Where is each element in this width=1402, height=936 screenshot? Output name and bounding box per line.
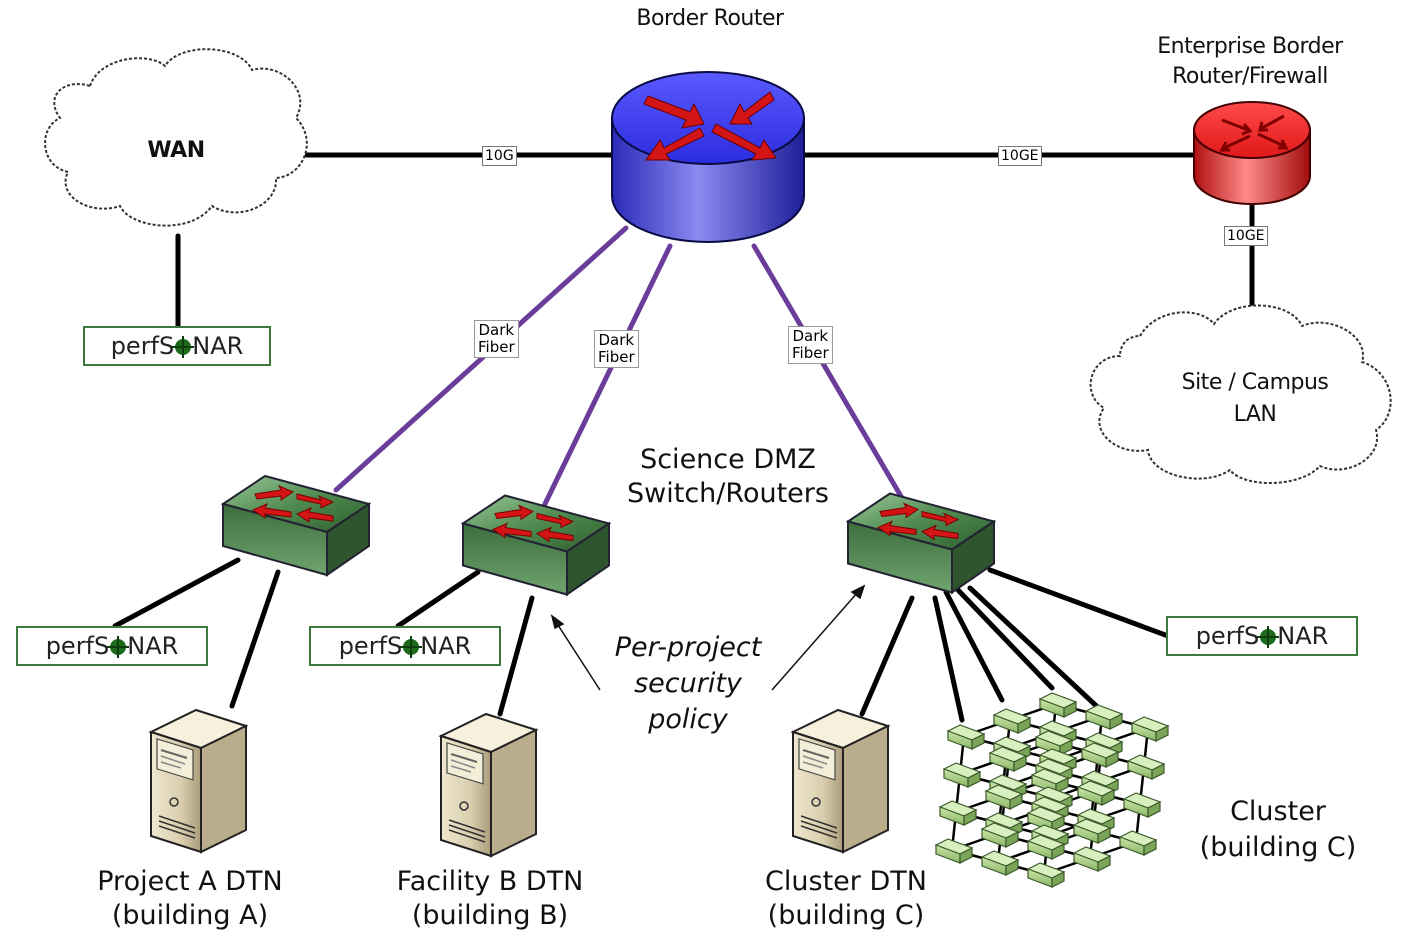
cluster-node-icon (935, 838, 973, 864)
policy-label-line1: Per-project (614, 632, 762, 663)
cluster-node-icon (993, 708, 1031, 734)
site-lan-label-line1: Site / Campus (1181, 370, 1329, 395)
enterprise-router-label-line2: Router/Firewall (1172, 64, 1328, 89)
link-wan-border-label: 10G (482, 146, 517, 166)
switch-c-icon (846, 492, 996, 594)
link-enterprise-lan-label: 10GE (1224, 226, 1268, 246)
switch-b-icon (461, 494, 611, 596)
perfsonar-logo-icon (172, 336, 195, 358)
server-a-icon (149, 708, 248, 854)
dtn-b-label-line1: Facility B DTN (396, 866, 584, 897)
dtn-a-label-line2: (building A) (111, 900, 269, 931)
cluster-node-icon (947, 724, 985, 750)
cluster-node-icon (981, 850, 1019, 876)
cluster-node-icon (943, 762, 981, 788)
dark-fiber-label-a: Dark Fiber (474, 320, 519, 358)
wan-label: WAN (147, 138, 205, 163)
cluster-icon (935, 692, 1169, 888)
server-b-icon (439, 712, 538, 858)
dtn-c-label-line2: (building C) (767, 900, 925, 931)
site-lan-cloud (1089, 304, 1392, 485)
dark-fiber-label-b: Dark Fiber (594, 330, 639, 368)
enterprise-router-icon (1193, 101, 1311, 205)
link-border-enterprise-label: 10GE (998, 146, 1042, 166)
perfsonar-logo-icon (107, 636, 130, 658)
cluster-node-icon (1085, 704, 1123, 730)
cluster-node-icon (1073, 846, 1111, 872)
cluster-label-line1: Cluster (1230, 796, 1326, 827)
cluster-node-icon (1127, 754, 1165, 780)
dmz-label-line1: Science DMZ (640, 444, 816, 475)
dmz-label-line2: Switch/Routers (627, 478, 829, 509)
perfsonar-logo-icon (400, 636, 423, 658)
border-router-icon (611, 71, 805, 243)
cluster-node-icon (1119, 830, 1157, 856)
dtn-b-label-line2: (building B) (411, 900, 569, 931)
dtn-c-label-line1: Cluster DTN (765, 866, 927, 897)
perfsonar-logo-icon (1257, 626, 1280, 648)
wan-cloud (44, 48, 308, 227)
border-router-label: Border Router (636, 6, 784, 31)
cluster-node-icon (939, 800, 977, 826)
dark-fiber-label-c: Dark Fiber (788, 326, 833, 364)
cluster-node-icon (1027, 862, 1065, 888)
enterprise-router-label-line1: Enterprise Border (1157, 34, 1343, 59)
policy-label-line3: policy (648, 704, 728, 735)
cluster-node-icon (1123, 792, 1161, 818)
dtn-a-label-line1: Project A DTN (97, 866, 283, 897)
cluster-label-line2: (building C) (1199, 832, 1357, 863)
switch-a-icon (222, 475, 370, 576)
cluster-node-icon (1039, 692, 1077, 718)
policy-label-line2: security (634, 668, 742, 699)
server-c-icon (791, 708, 890, 854)
site-lan-label-line2: LAN (1233, 402, 1277, 427)
cluster-node-icon (1131, 716, 1169, 742)
